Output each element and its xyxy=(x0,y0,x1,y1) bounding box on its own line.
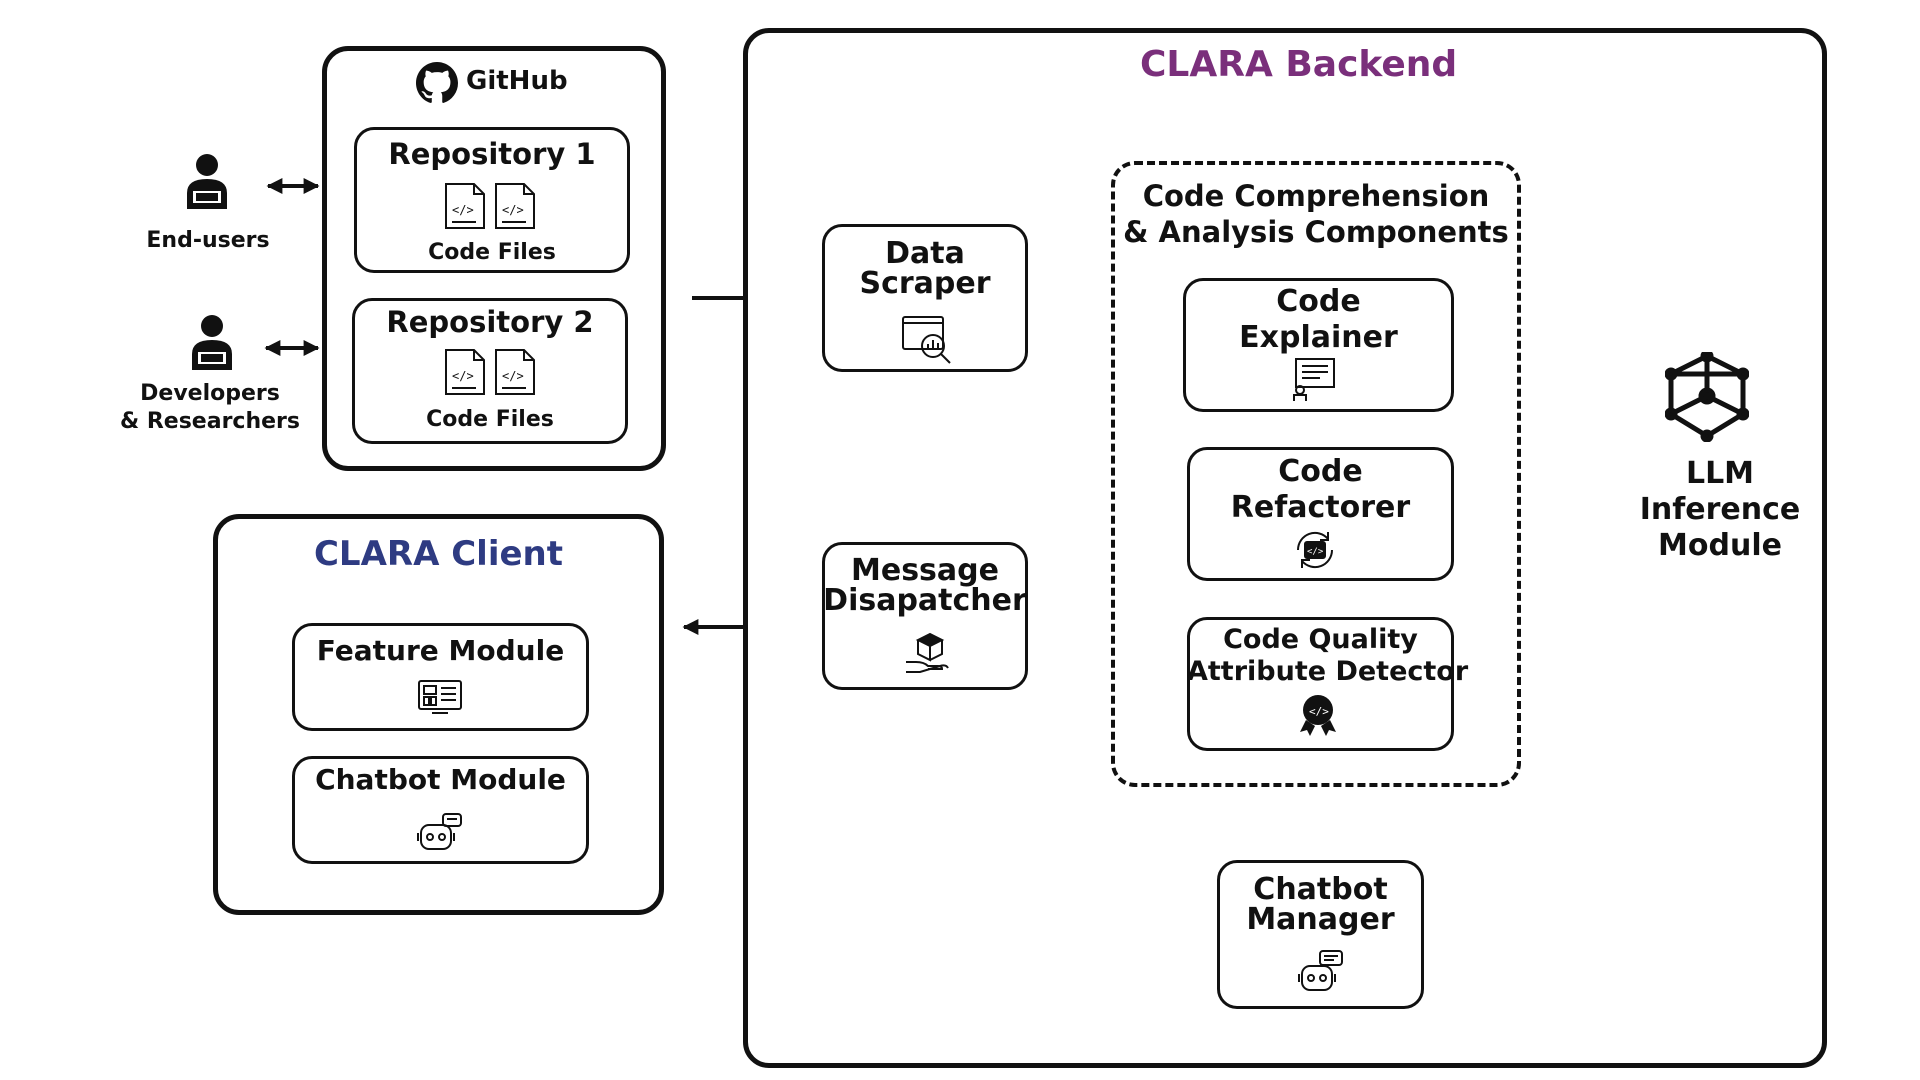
github-title: GitHub xyxy=(466,66,568,96)
svg-text:</>: </> xyxy=(502,203,524,217)
llm-label-line3: Module xyxy=(1658,528,1782,563)
feature-module-title: Feature Module xyxy=(316,634,565,667)
code-quality-title-line2: Attribute Detector xyxy=(1187,656,1469,687)
svg-text:</>: </> xyxy=(502,369,524,383)
chatbot-manager-title-line2: Manager xyxy=(1246,902,1395,937)
data-scraper-title-line1: Data xyxy=(885,236,965,271)
message-dispatcher-title-line1: Message xyxy=(851,553,999,588)
message-dispatcher-box xyxy=(822,542,1028,690)
code-file-icon: </> </> xyxy=(444,348,540,400)
repository-1-title: Repository 1 xyxy=(388,137,596,171)
chatbot-manager-title-line1: Chatbot xyxy=(1253,872,1388,907)
chatbot-manager-box xyxy=(1217,860,1424,1009)
backend-title: CLARA Backend xyxy=(1140,44,1458,85)
chatbot-icon xyxy=(417,813,463,857)
code-file-icon: </> </> xyxy=(444,182,540,234)
code-quality-title-line1: Code Quality xyxy=(1223,624,1418,655)
repository-2-box xyxy=(352,298,628,444)
developers-label-line1: Developers xyxy=(140,381,280,406)
repository-2-title: Repository 2 xyxy=(386,305,594,339)
svg-text:</>: </> xyxy=(1309,705,1329,718)
data-scraper-title-line2: Scraper xyxy=(859,266,991,301)
magnifier-chart-icon xyxy=(902,316,952,368)
client-title: CLARA Client xyxy=(313,534,564,574)
data-scraper-box xyxy=(822,224,1028,372)
package-hand-icon xyxy=(904,632,952,680)
developers-label-line2: & Researchers xyxy=(120,409,300,434)
github-icon xyxy=(416,62,458,108)
svg-text:</>: </> xyxy=(1307,547,1324,557)
chatbot-module-title: Chatbot Module xyxy=(315,763,566,796)
llm-label-line1: LLM xyxy=(1685,456,1755,491)
code-explainer-title-line2: Explainer xyxy=(1239,320,1398,355)
code-explainer-box xyxy=(1183,278,1454,412)
chatbot-module-box xyxy=(292,756,589,864)
neural-network-icon xyxy=(1664,349,1750,446)
award-code-icon: </> xyxy=(1298,694,1338,742)
end-user-icon xyxy=(184,153,230,215)
code-quality-box xyxy=(1187,617,1454,751)
llm-label-line2: Inference xyxy=(1639,492,1801,527)
code-explainer-title-line1: Code xyxy=(1276,284,1361,319)
svg-text:</>: </> xyxy=(452,203,474,217)
end-users-label: End-users xyxy=(146,228,270,253)
code-refactorer-title-line1: Code xyxy=(1278,454,1363,489)
chatbot-icon xyxy=(1298,950,1344,998)
repository-2-files: Code Files xyxy=(426,407,554,432)
repository-1-box xyxy=(354,127,630,273)
code-comprehension-title-line1: Code Comprehension xyxy=(1142,179,1490,213)
dashboard-icon xyxy=(418,680,462,720)
code-comprehension-title-line2: & Analysis Components xyxy=(1123,215,1509,249)
svg-text:</>: </> xyxy=(452,369,474,383)
refresh-code-icon: </> xyxy=(1292,528,1338,576)
presentation-icon xyxy=(1292,358,1336,406)
repository-1-files: Code Files xyxy=(428,240,556,265)
code-refactorer-title-line2: Refactorer xyxy=(1230,490,1411,525)
developer-icon xyxy=(189,314,235,376)
message-dispatcher-title-line2: Disapatcher xyxy=(823,583,1027,618)
